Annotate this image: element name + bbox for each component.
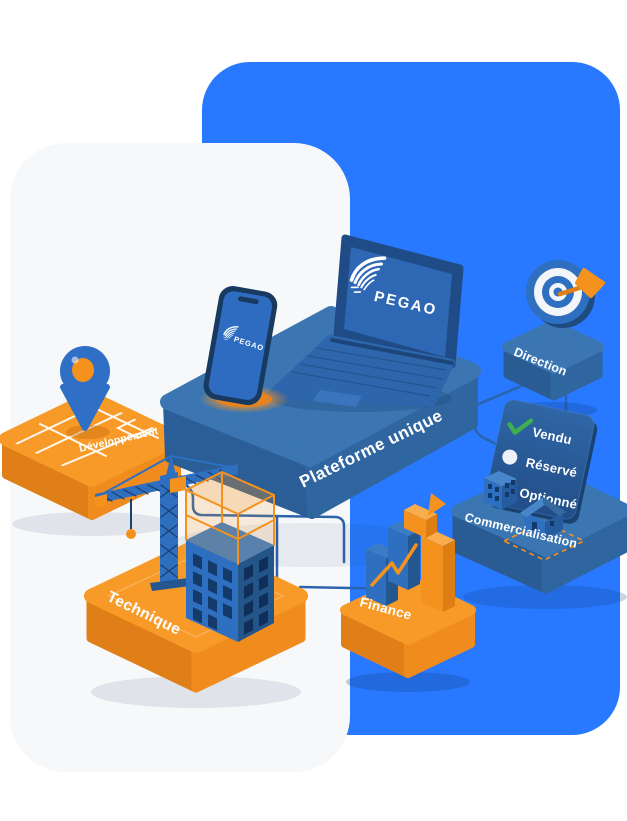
platform-central: PEGAO PEGAO Plateforme unique xyxy=(160,234,481,519)
crane-trolley xyxy=(170,476,186,493)
house-icon xyxy=(520,497,566,539)
target-icon xyxy=(526,260,595,328)
scaffold-frame xyxy=(185,471,275,565)
laptop-hinge xyxy=(330,338,454,365)
dart-icon xyxy=(557,268,605,298)
finance-shadow xyxy=(346,672,470,692)
crane-pulley xyxy=(95,494,107,508)
building-icon-commercial xyxy=(484,471,517,510)
growth-line xyxy=(370,543,418,587)
platform-finance: Finance xyxy=(340,493,476,678)
laptop-keyboard xyxy=(291,347,447,397)
bar-orange-tall xyxy=(421,530,455,612)
phone-icon: PEGAO xyxy=(203,286,278,406)
phone-notch xyxy=(238,296,259,305)
crane-icon xyxy=(95,454,238,591)
map-pin-icon xyxy=(60,346,110,439)
dot-icon-reserve xyxy=(502,449,518,465)
laptop-trackpad xyxy=(313,390,362,407)
check-icon xyxy=(507,418,534,435)
laptop-icon: PEGAO xyxy=(265,234,464,407)
platform-direction: Direction xyxy=(502,260,605,401)
direction-top xyxy=(502,320,604,374)
commercialisation-shadow xyxy=(463,585,627,609)
platform-technique: Technique xyxy=(84,454,308,693)
building-icon xyxy=(185,471,275,642)
phone-screen xyxy=(208,291,273,400)
crane-hook xyxy=(126,529,136,539)
platform-commercialisation: Vendu Réservé Optionné xyxy=(451,399,627,594)
bar-chart-icon xyxy=(366,493,455,612)
laptop-screen xyxy=(344,247,452,357)
growth-arrow-icon xyxy=(404,493,446,538)
